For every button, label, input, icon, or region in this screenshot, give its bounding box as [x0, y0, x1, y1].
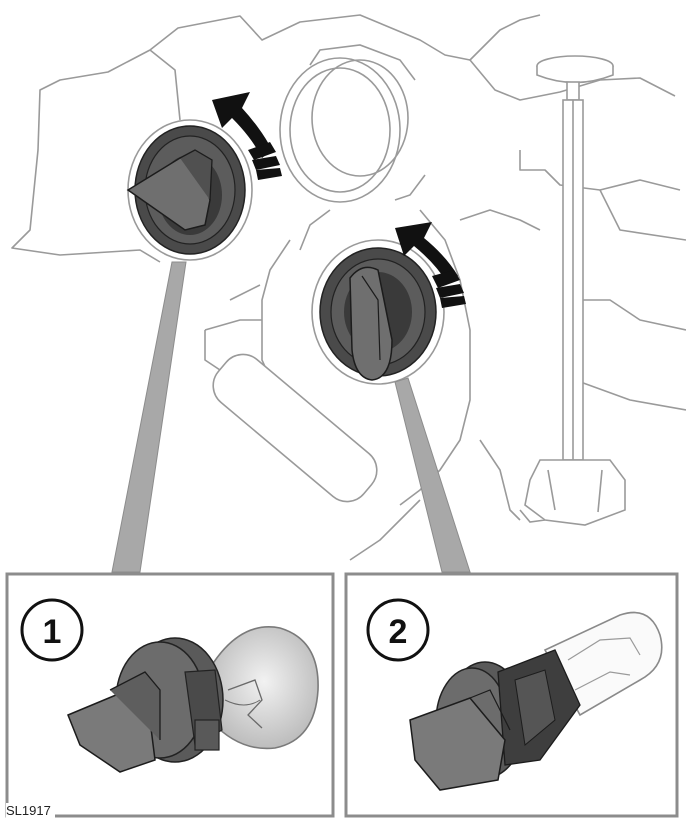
- detail-panel-1: 1: [5, 572, 335, 818]
- rotate-arrow-1: [212, 92, 282, 180]
- leader-wedge-2: [394, 377, 471, 573]
- figure-reference-code: SL1917: [6, 803, 55, 818]
- headlamp-housing: [11, 14, 686, 561]
- callout-circle-1: [20, 598, 84, 662]
- callout-number-2: 2: [389, 613, 408, 651]
- bulb-holder-2-detail: [409, 649, 581, 791]
- bulb-holder-2: [311, 239, 445, 385]
- adjuster-rod: [519, 55, 626, 526]
- leader-wedge-1: [111, 261, 187, 573]
- empty-bulb-socket: [279, 44, 426, 203]
- callout-number-1: 1: [43, 613, 62, 651]
- bulb-1-glass: [209, 626, 319, 750]
- housing-tab: [212, 353, 378, 503]
- callout-circle-2: [366, 598, 430, 662]
- detail-panel-2: 2: [344, 572, 679, 818]
- rotate-arrow-2: [395, 222, 466, 308]
- bulb-holder-1-detail: [67, 637, 224, 773]
- bulb-2-glass: [543, 611, 663, 717]
- bulb-holder-1: [126, 119, 253, 261]
